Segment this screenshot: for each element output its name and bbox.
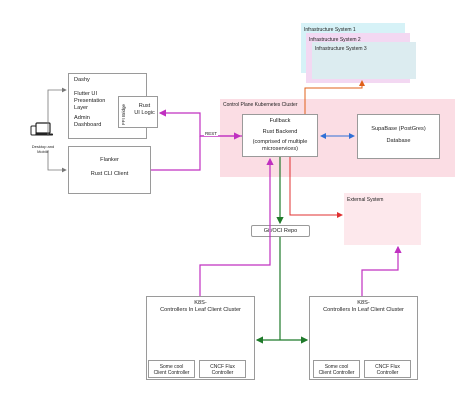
device-label: Desktop and Mobile [30,144,56,154]
fullback-subtitle: Rust Backend [262,129,298,135]
leaf-1-controller-2-line1: CNCF Flux [210,364,235,370]
infrastructure-system-1-label: Infrastructure System 1 [304,27,356,33]
leaf-1-controller-1-line2: Client Controller [153,370,190,376]
fullback-to-rust-logic-arrow [158,109,242,137]
flanker-to-fullback-arrow [151,136,201,171]
leaf-2-controller-2-line2: Controller [376,370,399,376]
dashy-admin-1: Admin [74,115,90,121]
leaf-2-controller-1-line2: Client Controller [318,370,355,376]
device-to-dashy-arrow [47,87,67,136]
flanker-title: Flanker [100,157,119,163]
leaf-2-to-external-arrow [361,245,402,296]
flanker-client[interactable]: Flanker Rust CLI Client [68,146,151,194]
flanker-subtitle: Rust CLI Client [90,171,129,177]
dashy-layer-2: Presentation [74,98,106,104]
dashy-layer-3: Layer [74,105,88,111]
device-to-flanker-arrow [47,150,67,173]
rust-logic-line2: UI Logic [134,110,155,116]
leaf-cluster-2-flux-controller[interactable]: CNCF Flux Controller [364,360,411,378]
infrastructure-system-3: Infrastructure System 3 [312,42,416,79]
fullback-note-2: microservices) [261,146,299,152]
leaf-1-to-fullback-arrow [199,157,274,296]
leaf-cluster-1-client-controller[interactable]: Some cool Client Controller [148,360,195,378]
device-label-line1: Desktop and [31,144,55,149]
supabase-database[interactable]: SupaBase (PostGres) Database [357,114,440,159]
fullback-title: Fullback [269,118,291,124]
leaf-cluster-1-title1: K8S- [194,300,207,306]
fullback-note-1: (comprised of multiple [252,139,308,145]
laptop-phone-icon [30,122,53,136]
infrastructure-system-2-label: Infrastructure System 2 [309,37,361,43]
external-system-label: External System [347,197,384,203]
git-oci-repo-label: Git/OCI Repo [263,228,298,234]
device-label-line2: Mobile [37,149,49,154]
leaf-2-controller-1-line1: Some cool [324,364,349,370]
dashy-admin-2: Dashboard [74,122,102,128]
fullback-to-external-arrow [289,157,343,218]
leaf-cluster-2-title2: Controllers In Leaf Client Cluster [323,307,404,313]
infrastructure-system-3-label: Infrastructure System 3 [315,46,367,52]
supabase-subtitle: Database [386,138,411,144]
leaf-cluster-2-client-controller[interactable]: Some cool Client Controller [313,360,360,378]
fullback-to-infrastructure-arrow [304,80,365,114]
rust-ui-logic[interactable]: FFI Bridge Rust UI Logic [118,96,158,128]
leaf-cluster-2-title1: K8S- [357,300,370,306]
fullback-backend[interactable]: Fullback Rust Backend (comprised of mult… [242,114,318,157]
leaf-cluster-1-title2: Controllers In Leaf Client Cluster [160,307,241,313]
external-system[interactable]: External System [344,193,421,245]
leaf-cluster-1-flux-controller[interactable]: CNCF Flux Controller [199,360,246,378]
rust-logic-line1: Rust [138,103,151,109]
git-oci-repo[interactable]: Git/OCI Repo [251,225,310,237]
dashy-layer-1: Flutter UI [74,91,98,97]
leaf-2-controller-2-line1: CNCF Flux [375,364,400,370]
dashy-title: Dashy [74,77,90,83]
leaf-1-controller-1-line1: Some cool [159,364,184,370]
leaf-1-controller-2-line2: Controller [211,370,234,376]
control-plane-title: Control Plane Kubernetes Cluster [223,102,298,108]
device-client[interactable]: Desktop and Mobile [30,122,56,154]
rest-edge-label: REST [204,131,219,136]
supabase-title: SupaBase (PostGres) [371,126,426,132]
rust-logic-text: Rust UI Logic [131,103,158,117]
